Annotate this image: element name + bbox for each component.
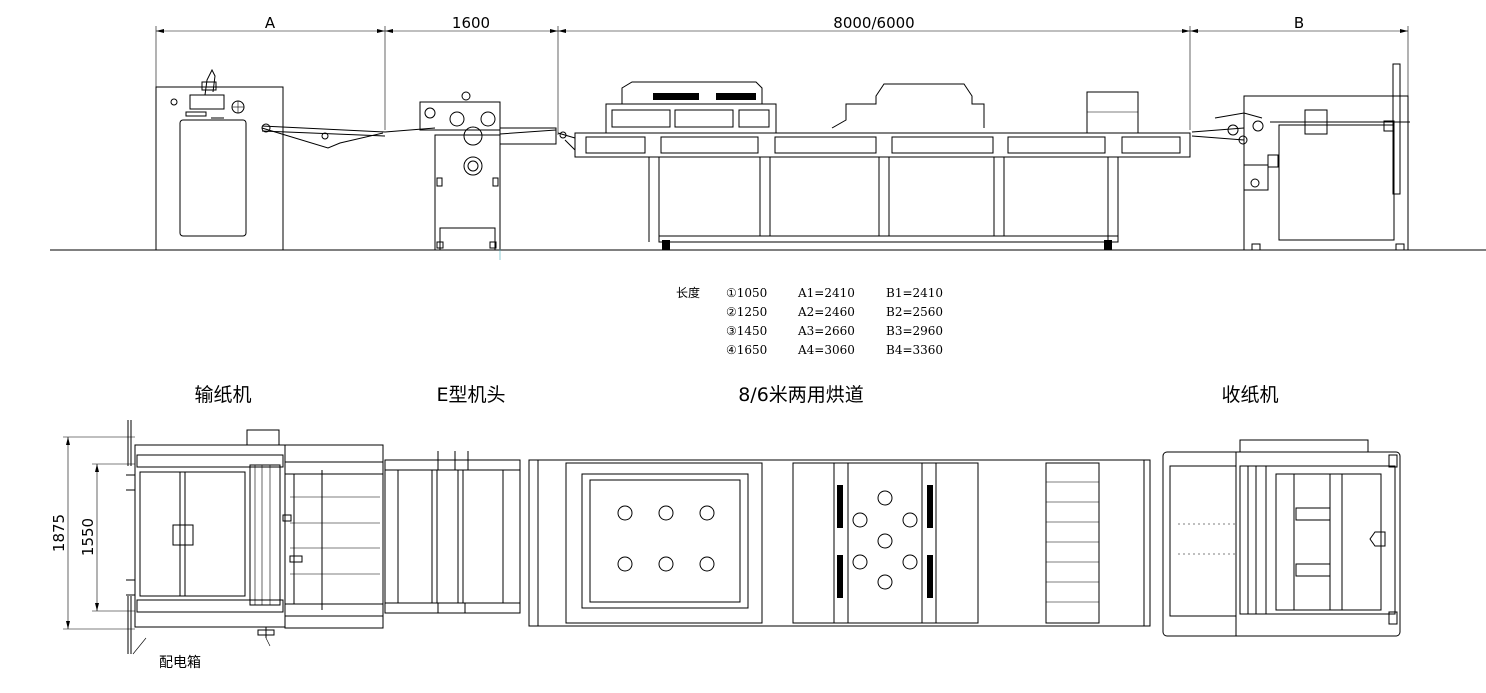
- dim-inner-width: 1550: [79, 518, 97, 556]
- plan-view-dryer: [528, 459, 1151, 627]
- dim-label-b: B: [1294, 14, 1304, 32]
- length-row-model: ②1250: [726, 305, 767, 319]
- dim-label-dryer: 8000/6000: [833, 14, 914, 32]
- top-dimension-lines: [155, 26, 1409, 135]
- length-row-a: A4=3060: [797, 343, 855, 357]
- length-table: ①1050 A1=2410 B1=2410 ②1250 A2=2460 B2=2…: [726, 286, 943, 357]
- dim-label-head: 1600: [452, 14, 490, 32]
- side-view-delivery: [1191, 63, 1410, 251]
- plan-view-transfer: [282, 444, 384, 629]
- dim-label-a: A: [265, 14, 276, 32]
- length-row-b: B1=2410: [886, 286, 943, 300]
- section-title-feeder: 输纸机: [194, 384, 251, 406]
- electric-box-label: 配电箱: [159, 655, 201, 671]
- section-title-delivery: 收纸机: [1221, 384, 1278, 406]
- section-title-head: E型机头: [436, 384, 505, 406]
- dim-overall-width: 1875: [50, 514, 68, 552]
- side-view-head: [384, 91, 557, 260]
- length-row-a: A3=2660: [797, 324, 855, 338]
- length-label: 长度: [676, 285, 700, 300]
- length-row-model: ④1650: [726, 343, 767, 357]
- length-row-b: B2=2560: [886, 305, 943, 319]
- length-row-model: ①1050: [726, 286, 767, 300]
- length-row-model: ③1450: [726, 324, 767, 338]
- plan-view-head: [384, 451, 521, 614]
- plan-view-feeder: [126, 420, 286, 655]
- section-title-dryer: 8/6米两用烘道: [738, 384, 864, 406]
- length-row-b: B3=2960: [886, 324, 943, 338]
- side-view-dryer: [557, 81, 1191, 250]
- side-view-feeder: [155, 68, 386, 251]
- length-row-b: B4=3360: [886, 343, 943, 357]
- plan-view-delivery: [1162, 439, 1401, 637]
- length-row-a: A2=2460: [797, 305, 855, 319]
- width-dimension-lines: [63, 436, 135, 630]
- length-row-a: A1=2410: [797, 286, 855, 300]
